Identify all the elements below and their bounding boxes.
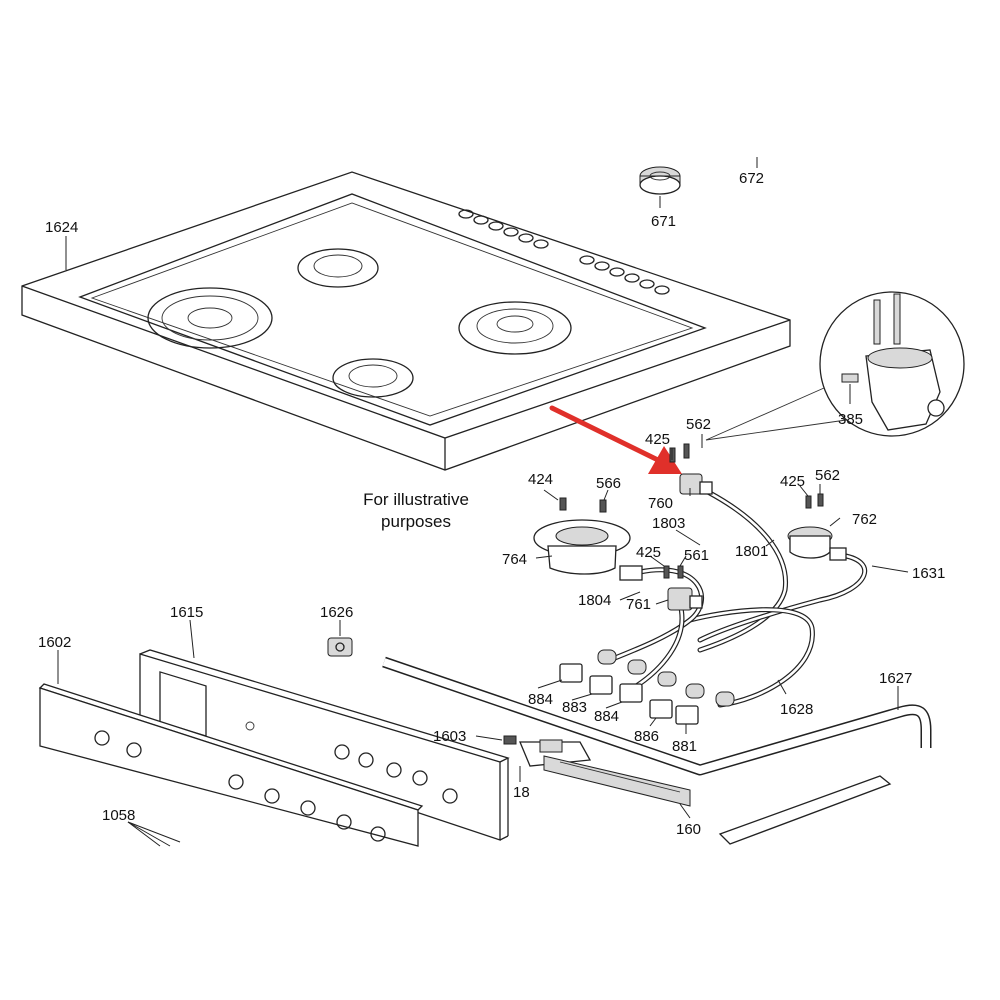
label-884-a[interactable]: 884 xyxy=(528,691,553,708)
label-1803[interactable]: 1803 xyxy=(652,515,685,532)
label-566[interactable]: 566 xyxy=(596,475,621,492)
label-671[interactable]: 671 xyxy=(651,213,676,230)
thermocouple-detail-inset xyxy=(705,291,965,441)
clip-1603[interactable] xyxy=(503,735,517,745)
grate-foot-part[interactable] xyxy=(639,166,681,195)
label-562-b[interactable]: 562 xyxy=(815,467,840,484)
label-1628[interactable]: 1628 xyxy=(780,701,813,718)
front-panel-1602[interactable] xyxy=(38,683,424,847)
label-883[interactable]: 883 xyxy=(562,699,587,716)
label-1602[interactable]: 1602 xyxy=(38,634,71,651)
label-1626[interactable]: 1626 xyxy=(320,604,353,621)
bracket-1626[interactable] xyxy=(327,637,353,657)
label-1627[interactable]: 1627 xyxy=(879,670,912,687)
label-424[interactable]: 424 xyxy=(528,471,553,488)
label-886[interactable]: 886 xyxy=(634,728,659,745)
label-1624[interactable]: 1624 xyxy=(45,219,78,236)
valve-manifold-row[interactable] xyxy=(559,649,735,725)
manifold-pipe[interactable] xyxy=(382,656,932,776)
burner-base-761[interactable] xyxy=(667,587,703,611)
label-425-c[interactable]: 425 xyxy=(636,544,661,561)
label-1603[interactable]: 1603 xyxy=(433,728,466,745)
label-764[interactable]: 764 xyxy=(502,551,527,568)
red-arrow-icon xyxy=(549,405,682,474)
label-425-b[interactable]: 425 xyxy=(780,473,805,490)
illustrative-note: For illustrative purposes xyxy=(363,490,469,531)
label-884-b[interactable]: 884 xyxy=(594,708,619,725)
label-881[interactable]: 881 xyxy=(672,738,697,755)
note-line-1: For illustrative xyxy=(363,490,469,509)
spark-module-18[interactable] xyxy=(519,739,592,767)
burner-base-760[interactable] xyxy=(679,473,713,495)
label-1804[interactable]: 1804 xyxy=(578,592,611,609)
door-1058-leaders xyxy=(127,821,181,847)
burner-opening-right xyxy=(458,301,572,355)
label-18[interactable]: 18 xyxy=(513,784,530,801)
note-line-2: purposes xyxy=(381,512,451,531)
leader-lines xyxy=(57,236,909,819)
label-1631[interactable]: 1631 xyxy=(912,565,945,582)
label-760[interactable]: 760 xyxy=(648,495,673,512)
label-160[interactable]: 160 xyxy=(676,821,701,838)
valve-holes xyxy=(458,209,670,295)
label-1615[interactable]: 1615 xyxy=(170,604,203,621)
burner-rail-160[interactable] xyxy=(543,755,691,807)
label-561[interactable]: 561 xyxy=(684,547,709,564)
burner-opening-front xyxy=(332,358,414,398)
label-762[interactable]: 762 xyxy=(852,511,877,528)
burner-base-762[interactable] xyxy=(787,526,847,561)
burner-base-764[interactable] xyxy=(533,519,643,581)
burner-opening-left-rear xyxy=(147,287,273,349)
part-number-labels: 672 671 1624 385 562 425 424 566 760 425… xyxy=(38,170,945,838)
label-1058[interactable]: 1058 xyxy=(102,807,135,824)
label-761[interactable]: 761 xyxy=(626,596,651,613)
label-1801[interactable]: 1801 xyxy=(735,543,768,560)
main-top-panel[interactable] xyxy=(21,171,791,471)
rear-rail xyxy=(718,775,892,845)
label-672[interactable]: 672 xyxy=(739,170,764,187)
label-425-a[interactable]: 425 xyxy=(645,431,670,448)
label-562-a[interactable]: 562 xyxy=(686,416,711,433)
label-385[interactable]: 385 xyxy=(838,411,863,428)
burner-opening-center-rear xyxy=(297,248,379,288)
